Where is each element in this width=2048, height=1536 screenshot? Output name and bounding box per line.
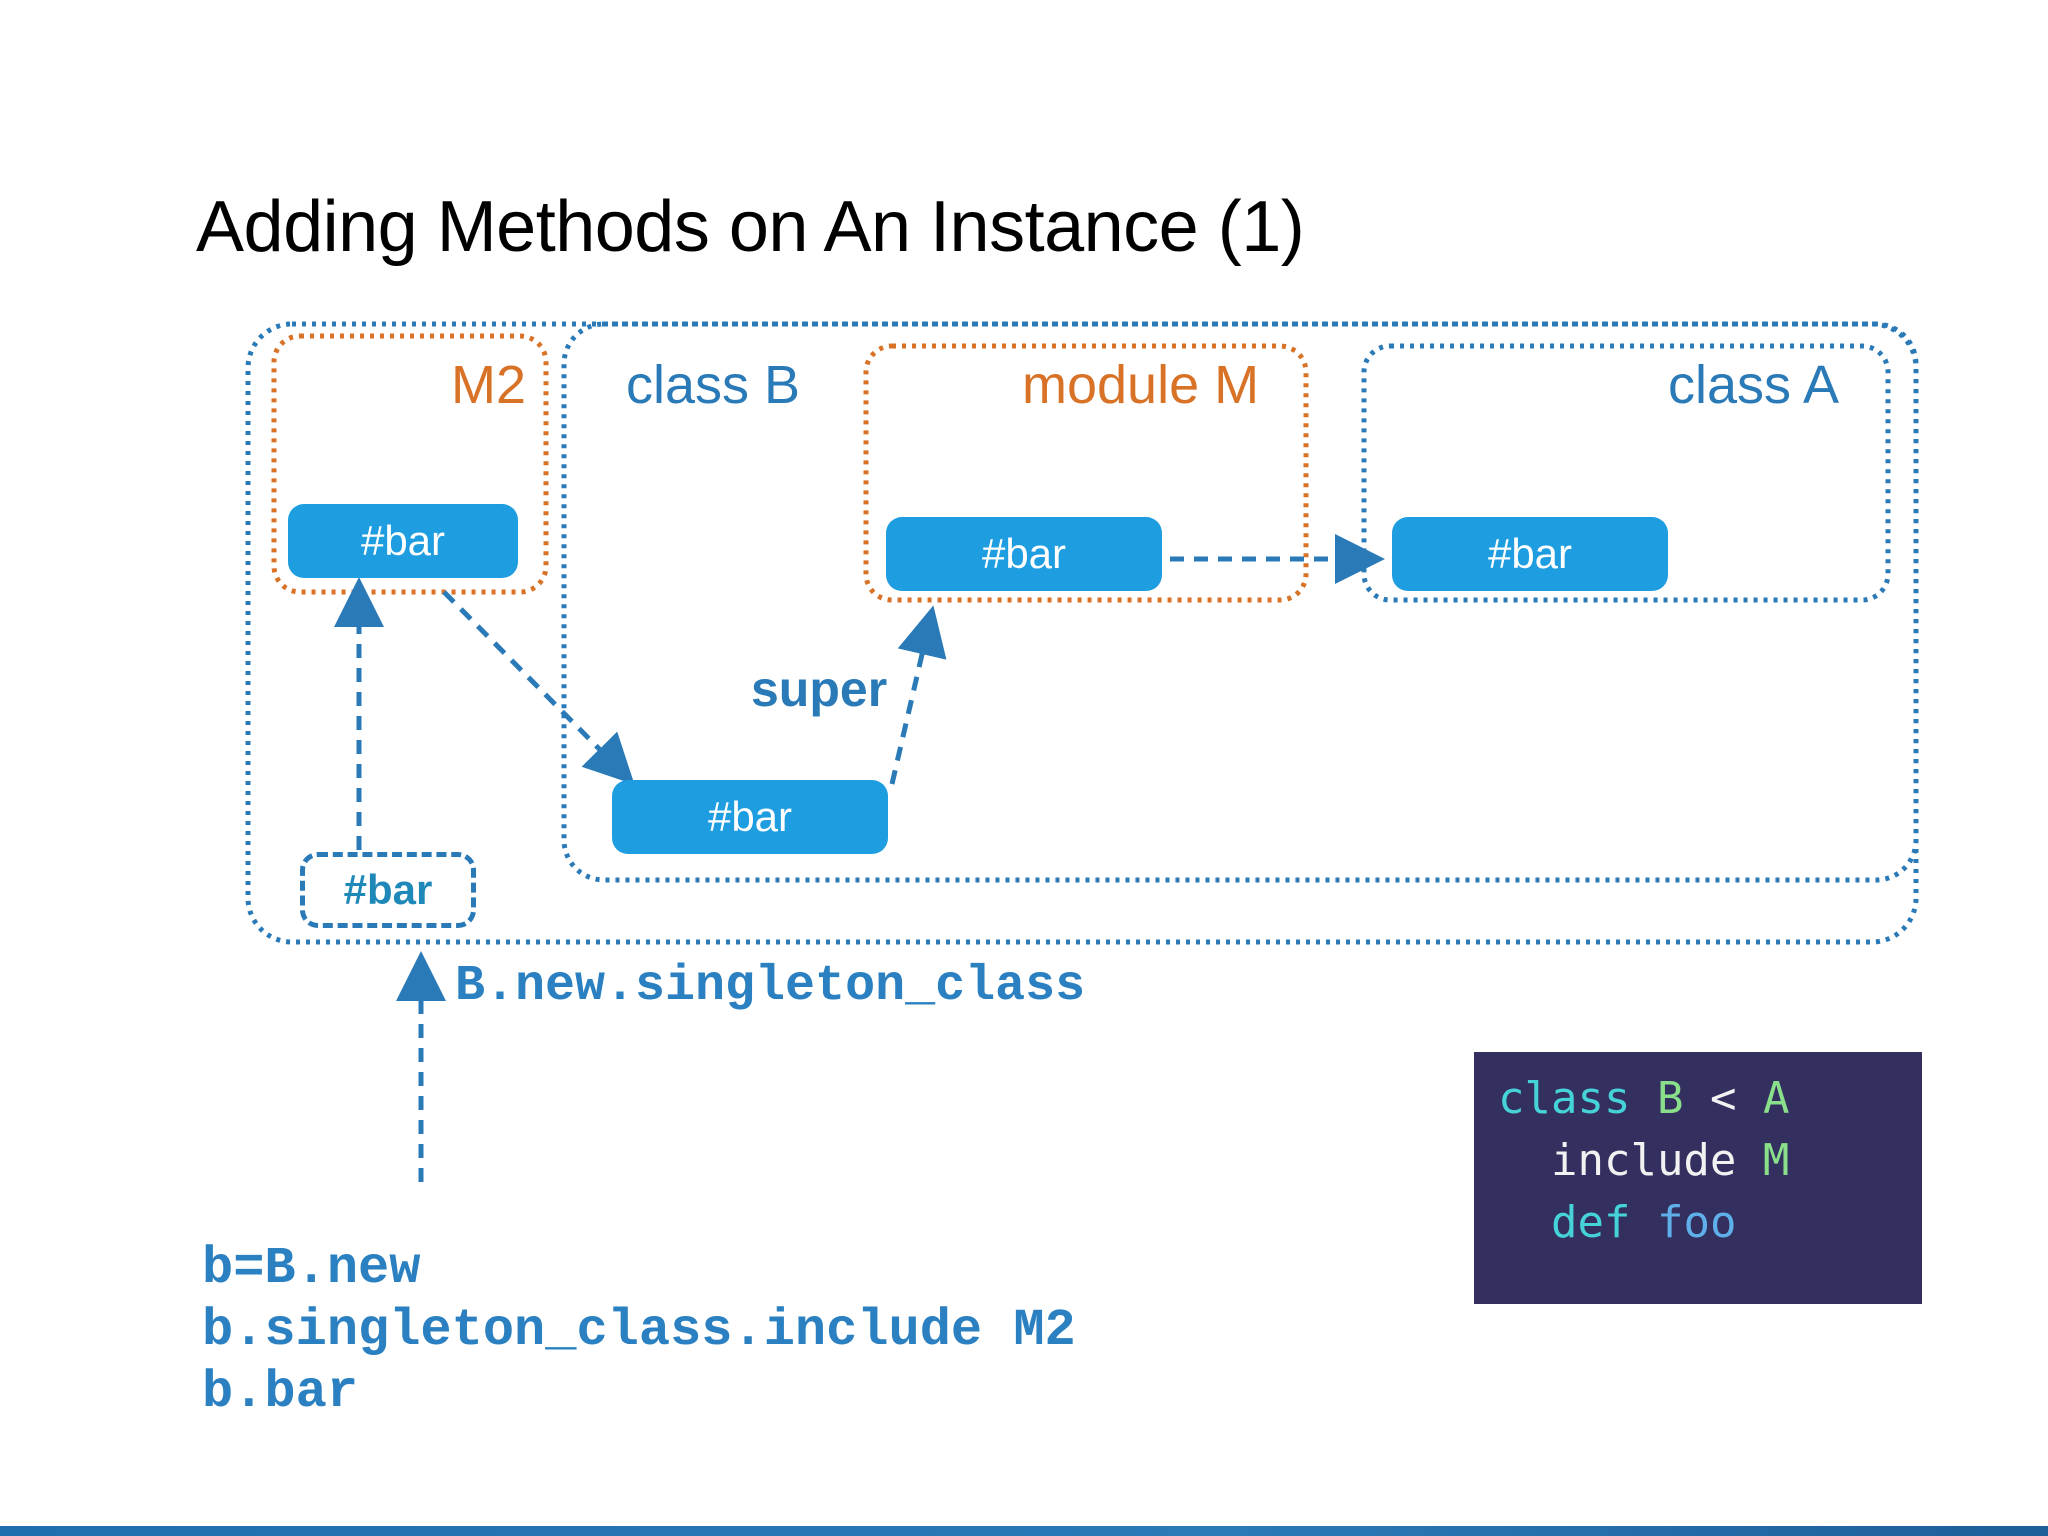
arrow-m2-to-class-b [442, 590, 635, 785]
arrow-super-to-module-m [889, 605, 947, 785]
class-a-box [1361, 343, 1891, 603]
class-a-bar-method: #bar [1392, 517, 1668, 591]
singleton-class-box [245, 321, 1919, 945]
instance-code: b=B.new b.singleton_class.include M2 b.b… [202, 1238, 1076, 1424]
code-panel-line-3: def foo [1550, 1197, 1737, 1248]
singleton-bar-method: #bar [300, 852, 476, 928]
module-m-box [863, 343, 1309, 603]
code-line: b=B.new [202, 1239, 421, 1298]
m2-box [271, 333, 549, 595]
ruby-code-panel: class B < A include M def foo [1474, 1052, 1922, 1304]
module-m-bar-method: #bar [886, 517, 1162, 591]
footer-bar [0, 1526, 2048, 1536]
singleton-class-label: B.new.singleton_class [455, 958, 1086, 1015]
code-line: b.singleton_class.include M2 [202, 1301, 1076, 1360]
super-label: super [751, 661, 888, 717]
class-b-label: class B [626, 355, 801, 415]
m2-label: M2 [451, 355, 527, 415]
module-m-label: module M [1022, 355, 1260, 415]
page-title: Adding Methods on An Instance (1) [196, 187, 1305, 267]
code-panel-line-2: include M [1550, 1135, 1790, 1186]
class-b-bar-method: #bar [612, 780, 888, 854]
class-a-label: class A [1668, 355, 1840, 415]
class-b-box [561, 321, 1919, 883]
code-panel-line-1: class B < A [1498, 1073, 1790, 1124]
m2-bar-method: #bar [288, 504, 518, 578]
code-line: b.bar [202, 1363, 359, 1422]
